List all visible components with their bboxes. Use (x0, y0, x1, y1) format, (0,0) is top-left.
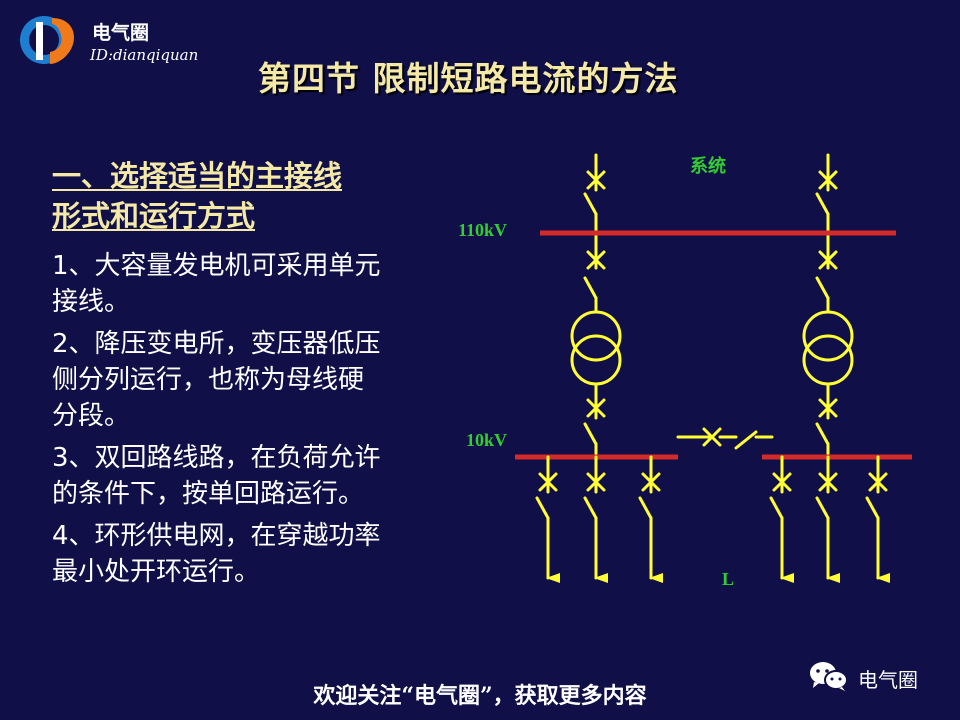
lv-bus-label: 10kV (466, 430, 507, 450)
list-item: 2、降压变电所，变压器低压 侧分列运行，也称为母线硬 分段。 (52, 326, 462, 434)
brand-id: ID:dianqiquan (90, 46, 199, 64)
wechat-label: 电气圈 (858, 668, 918, 692)
load-label: L (722, 569, 734, 589)
section-heading: 一、选择适当的主接线 形式和运行方式 (52, 156, 452, 236)
section-heading-line-1: 一、选择适当的主接线 (52, 159, 343, 193)
list-item-line: 3、双回路线路，在负荷允许 (52, 443, 381, 473)
list-item: 1、大容量发电机可采用单元 接线。 (52, 248, 462, 320)
list-item-line: 的条件下，按单回路运行。 (52, 479, 365, 509)
footer-text: 欢迎关注“电气圈”，获取更多内容 (313, 683, 647, 709)
list-item-line: 接线。 (52, 287, 131, 317)
brand-name: 电气圈 (92, 22, 150, 44)
wechat-icon (810, 662, 848, 691)
brand-logo (20, 16, 75, 64)
list-item-line: 分段。 (52, 401, 131, 431)
page-title: 第四节 限制短路电流的方法 (258, 59, 679, 98)
section-heading-line-2: 形式和运行方式 (52, 199, 256, 233)
list-item-line: 2、降压变电所，变压器低压 (52, 329, 381, 359)
list-item-line: 4、环形供电网，在穿越功率 (52, 521, 381, 551)
system-label: 系统 (690, 155, 726, 176)
list-item-line: 侧分列运行，也称为母线硬 (52, 365, 365, 395)
hv-bus-label: 110kV (458, 220, 507, 240)
list-item-line: 1、大容量发电机可采用单元 (52, 251, 381, 281)
method-list: 1、大容量发电机可采用单元 接线。 2、降压变电所，变压器低压 侧分列运行，也称… (52, 248, 462, 596)
single-line-diagram: 系统 110kV 10kV L (458, 153, 912, 589)
list-item: 4、环形供电网，在穿越功率 最小处开环运行。 (52, 518, 462, 590)
list-item-line: 最小处开环运行。 (52, 557, 261, 587)
list-item: 3、双回路线路，在负荷允许 的条件下，按单回路运行。 (52, 440, 462, 512)
